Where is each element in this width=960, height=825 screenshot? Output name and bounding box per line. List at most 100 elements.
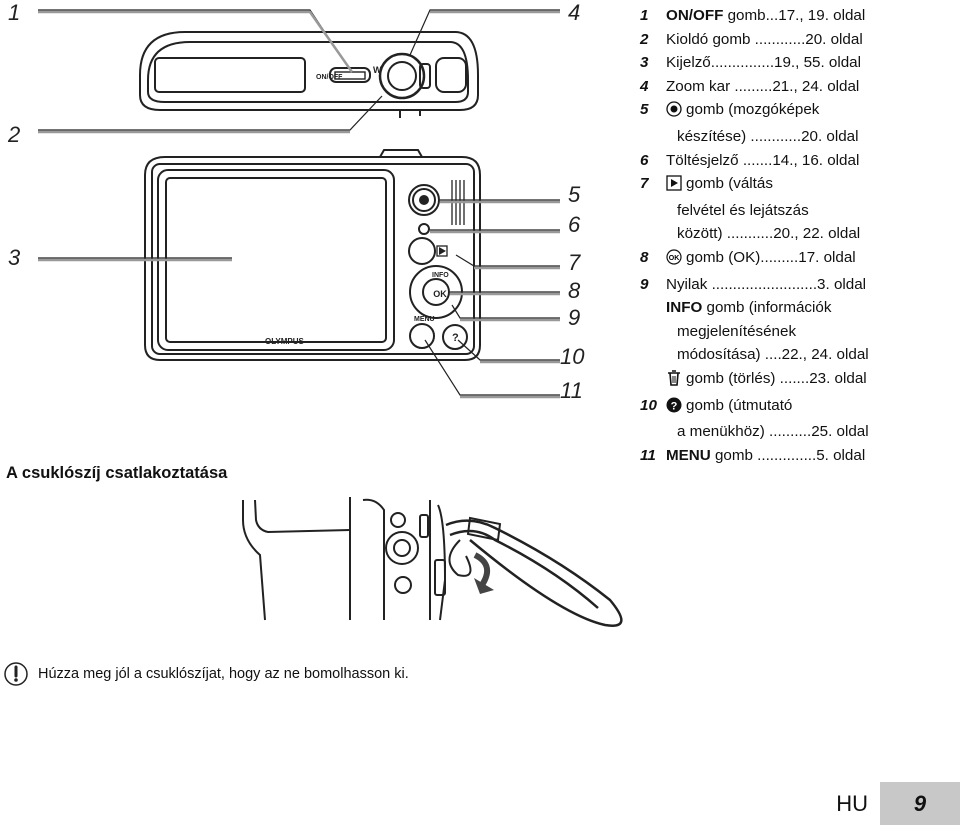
camera-diagram: OK INFO MENU ? ON/OFF W OLYMPUS xyxy=(38,9,623,627)
legend-text: INFO gomb (információk xyxy=(640,296,831,320)
help-button xyxy=(442,324,468,350)
charge-lamp xyxy=(418,223,430,235)
language-code: HU xyxy=(836,790,868,816)
legend-text: Kioldó gomb ............20. oldal xyxy=(640,28,863,52)
legend-item: 4 Zoom kar .........21., 24. oldal xyxy=(640,75,955,99)
legend-description: Nyilak .........................3. oldal xyxy=(666,275,867,293)
brand-logo: OLYMPUS xyxy=(265,337,304,346)
legend-description: gomb (váltás xyxy=(686,175,773,193)
menu-button-label: MENU xyxy=(414,316,435,323)
callout-5: 5 xyxy=(568,182,581,207)
legend-number: 3 xyxy=(640,54,649,72)
legend-description: Töltésjelző .......14., 16. oldal xyxy=(666,151,860,169)
legend-description: Zoom kar .........21., 24. oldal xyxy=(666,77,860,95)
legend-number: 8 xyxy=(640,248,649,266)
camera-top-view xyxy=(139,31,479,111)
play-icon xyxy=(666,175,682,199)
ok-button-label: OK xyxy=(433,289,447,299)
callout-10: 10 xyxy=(560,344,585,369)
strap-camera-body xyxy=(242,500,266,621)
legend-continuation: között) ...........20., 22. oldal xyxy=(677,225,861,243)
legend-description: gomb (törlés) .......23. oldal xyxy=(686,369,867,387)
menu-button xyxy=(409,323,435,349)
callout-8: 8 xyxy=(568,278,581,303)
zoom-w-label: W xyxy=(373,65,382,75)
leader-10 xyxy=(457,339,560,361)
legend-continuation: a menükhöz) ..........25. oldal xyxy=(677,423,869,441)
leader-11 xyxy=(424,339,560,396)
play-button xyxy=(408,237,436,265)
callout-6: 6 xyxy=(568,212,581,237)
leader-1 xyxy=(38,9,351,71)
legend-description: gomb (OK).........17. oldal xyxy=(686,248,856,266)
callout-7: 7 xyxy=(568,250,581,275)
legend-number: 10 xyxy=(640,396,657,414)
legend-description: gomb ..............5. oldal xyxy=(710,446,866,464)
callout-1: 1 xyxy=(8,0,21,25)
legend-text: OK gomb (OK).........17. oldal xyxy=(640,246,856,273)
warning-note: Húzza meg jól a csuklószíjat, hogy az ne… xyxy=(4,662,409,686)
leader-2 xyxy=(38,95,383,131)
legend-item: gomb (törlés) .......23. oldal xyxy=(640,367,955,394)
legend-text: ON/OFF gomb...17., 19. oldal xyxy=(640,4,865,28)
svg-text:?: ? xyxy=(671,400,678,412)
legend-text: Zoom kar .........21., 24. oldal xyxy=(640,75,859,99)
legend-item: 10? gomb (útmutató xyxy=(640,394,955,421)
svg-text:?: ? xyxy=(452,332,459,344)
warning-text: Húzza meg jól a csuklószíjat, hogy az ne… xyxy=(38,666,409,682)
movie-record-icon xyxy=(666,101,682,125)
trash-icon xyxy=(666,369,682,394)
leader-9 xyxy=(451,304,560,319)
legend-text: MENU gomb ..............5. oldal xyxy=(640,444,865,468)
legend-description: gomb (útmutató xyxy=(686,396,793,414)
help-icon: ? xyxy=(666,397,682,421)
legend-item: 6 Töltésjelző .......14., 16. oldal xyxy=(640,149,955,173)
legend-key: INFO xyxy=(666,299,703,317)
legend-number: 5 xyxy=(640,101,649,119)
legend-item: 7 gomb (váltás xyxy=(640,172,955,199)
ok-icon: OK xyxy=(666,249,682,273)
legend-item: 8 OK gomb (OK).........17. oldal xyxy=(640,246,955,273)
ok-button xyxy=(422,278,450,306)
legend-text: gomb (mozgóképek xyxy=(640,98,819,125)
leader-4 xyxy=(409,9,560,56)
legend-continuation: megjelenítésének xyxy=(677,322,797,340)
wrist-strap xyxy=(445,519,623,627)
legend-number: 1 xyxy=(640,7,649,24)
movie-button xyxy=(408,184,440,216)
legend-description: Kioldó gomb ............20. oldal xyxy=(666,30,863,48)
callout-9: 9 xyxy=(568,305,581,330)
page-number: 9 xyxy=(880,782,960,825)
legend-continuation: készítése) ............20. oldal xyxy=(677,127,859,145)
legend-continuation: felvétel és lejátszás xyxy=(677,201,809,219)
camera-back-body xyxy=(144,156,481,361)
legend-number: 9 xyxy=(640,275,649,293)
legend-text: Kijelző...............19., 55. oldal xyxy=(640,51,861,75)
svg-text:OK: OK xyxy=(669,255,680,262)
callout-11: 11 xyxy=(560,378,583,403)
legend-number: 4 xyxy=(640,77,649,95)
callout-3: 3 xyxy=(8,245,21,270)
legend-text: gomb (váltás xyxy=(640,172,773,199)
legend-item: INFO gomb (információk xyxy=(640,296,955,320)
legend-text: gomb (törlés) .......23. oldal xyxy=(640,367,867,394)
section-title: A csuklószíj csatlakoztatása xyxy=(6,464,228,482)
legend-number: 6 xyxy=(640,151,649,169)
page-footer: HU 9 xyxy=(836,782,960,825)
legend-number: 7 xyxy=(640,175,649,193)
legend-item: 2 Kioldó gomb ............20. oldal xyxy=(640,28,955,52)
legend-continuation: módosítása) ....22., 24. oldal xyxy=(677,346,869,364)
legend-key: ON/OFF xyxy=(666,7,724,24)
callout-2: 2 xyxy=(8,122,21,147)
legend-number: 2 xyxy=(640,30,649,48)
callout-4: 4 xyxy=(568,0,581,25)
legend-key: MENU xyxy=(666,446,711,464)
legend-text: Nyilak .........................3. oldal xyxy=(640,273,866,297)
legend-text: ? gomb (útmutató xyxy=(640,394,792,421)
legend-text: Töltésjelző .......14., 16. oldal xyxy=(640,149,859,173)
legend-item: 9 Nyilak .........................3. olda… xyxy=(640,273,955,297)
